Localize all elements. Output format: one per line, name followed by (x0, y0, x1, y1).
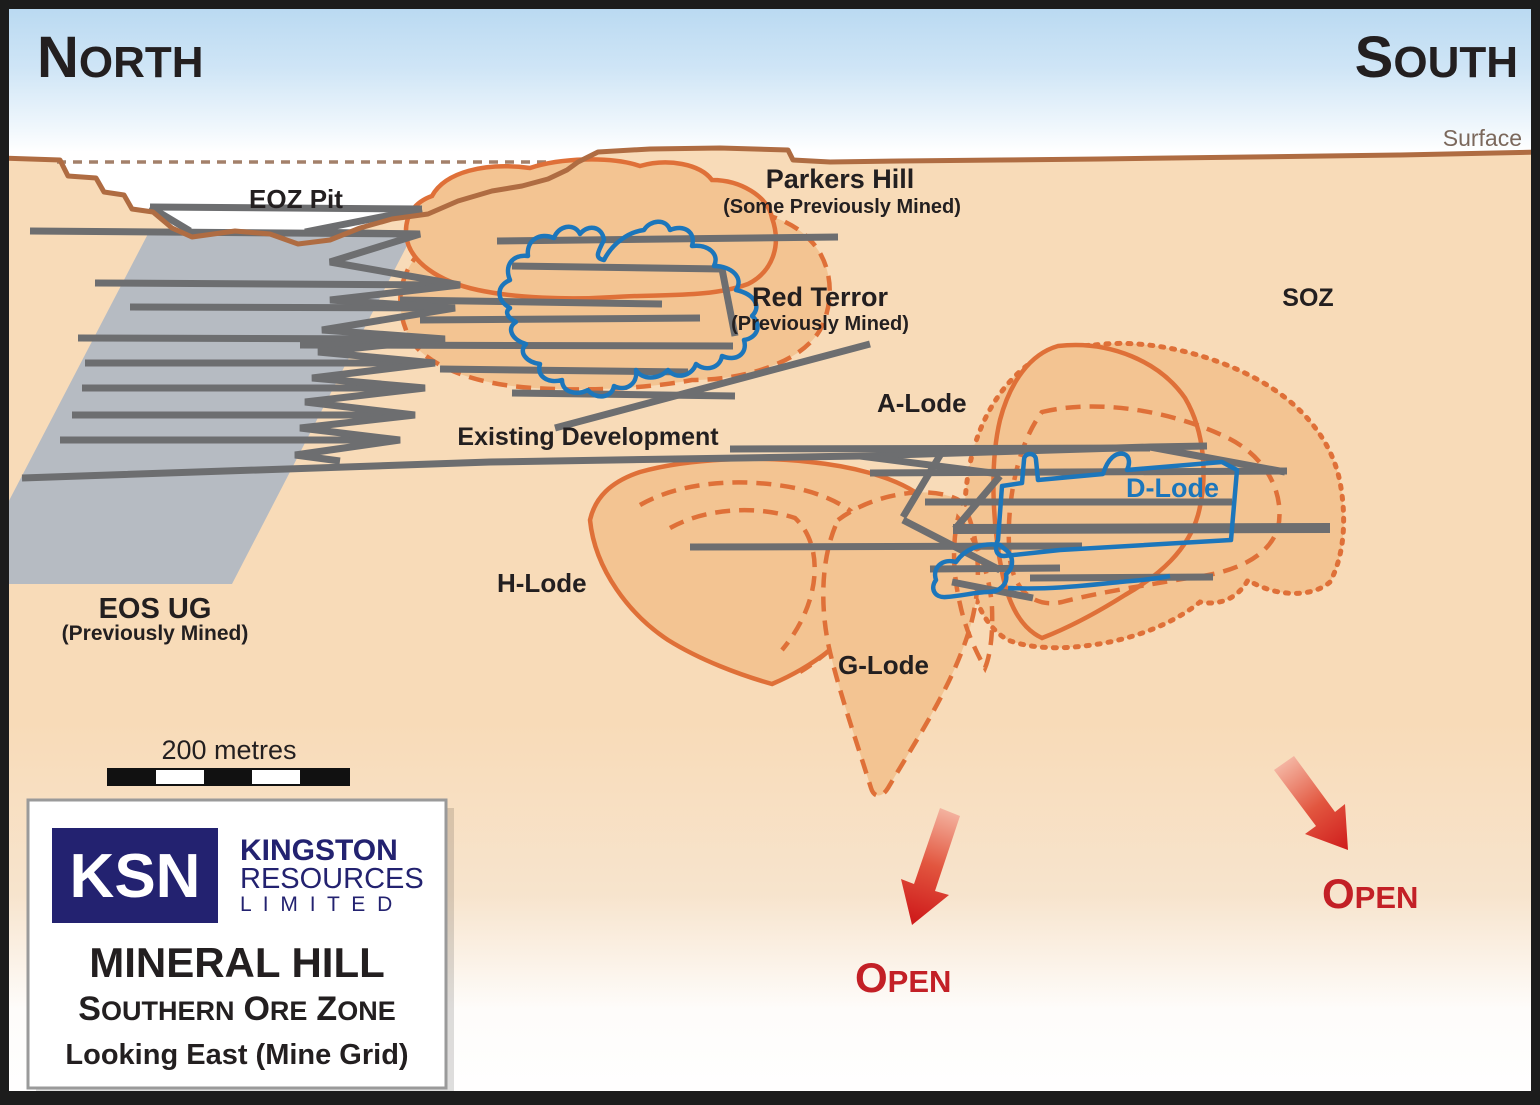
open-arrows (901, 756, 1348, 925)
company-name-line2: RESOURCES (240, 863, 424, 895)
d-lode-blue-lower-lobe (931, 542, 1015, 600)
open-label-left: OPEN (855, 954, 951, 1001)
surface-line (0, 145, 1540, 247)
eoz-pit-label: EOZ Pit (249, 184, 343, 214)
red-terror-label: Red Terror (752, 282, 889, 312)
red-terror-mined-blue-outline (497, 219, 760, 399)
h-lode-inner-dashed (638, 480, 882, 674)
scale-bar-label: 200 metres (161, 735, 296, 765)
open-arrow-right (1274, 756, 1348, 850)
project-title: MINERAL HILL (89, 939, 385, 986)
eos-ug-note: (Previously Mined) (62, 622, 249, 645)
company-name-line1: KINGSTON (240, 834, 398, 867)
g-lode-label: G-Lode (838, 650, 929, 680)
parkers-hill-note: (Some Previously Mined) (723, 196, 961, 218)
soz-label: SOZ (1282, 284, 1333, 312)
scale-bar: 200 metres (107, 735, 350, 786)
eos-ug-label: EOS UG (99, 593, 212, 625)
surface-label: Surface (1443, 125, 1522, 151)
parkers-hill-label: Parkers Hill (766, 164, 915, 194)
compass-north-label: NORTH (37, 25, 204, 90)
ksn-logo-text: KSN (70, 842, 201, 911)
view-note: Looking East (Mine Grid) (65, 1039, 408, 1071)
a-lode-label: A-Lode (877, 388, 967, 418)
d-lode-label: D-Lode (1126, 473, 1219, 503)
previously-mined-outlines (497, 219, 1240, 600)
h-lode-inner-dashed-2 (668, 507, 817, 652)
open-arrow-left (901, 808, 960, 925)
red-terror-note: (Previously Mined) (731, 313, 909, 335)
existing-development-label: Existing Development (457, 423, 719, 451)
labels: NORTH SOUTH Surface EOZ Pit Parkers Hill… (37, 25, 1522, 1001)
d-lode-blue-outline (993, 451, 1240, 559)
scale-bar-segment-5 (300, 769, 349, 785)
d-lode-blue-squiggle (1007, 573, 1171, 591)
scale-bar-segment-1 (108, 769, 156, 785)
legend-box: KSN KINGSTON RESOURCES L I M I T E D MIN… (26, 798, 454, 1096)
h-lode-label: H-Lode (497, 568, 587, 598)
eos-ug-mined-region (0, 230, 412, 584)
scale-bar-segment-3 (204, 769, 252, 785)
g-lode-right-lobe-outline (951, 513, 995, 674)
ksn-logo (52, 828, 218, 923)
open-label-right: OPEN (1322, 870, 1418, 917)
company-name-line3: L I M I T E D (240, 893, 395, 916)
compass-south-label: SOUTH (1355, 25, 1518, 90)
development-lines (21, 203, 1331, 602)
